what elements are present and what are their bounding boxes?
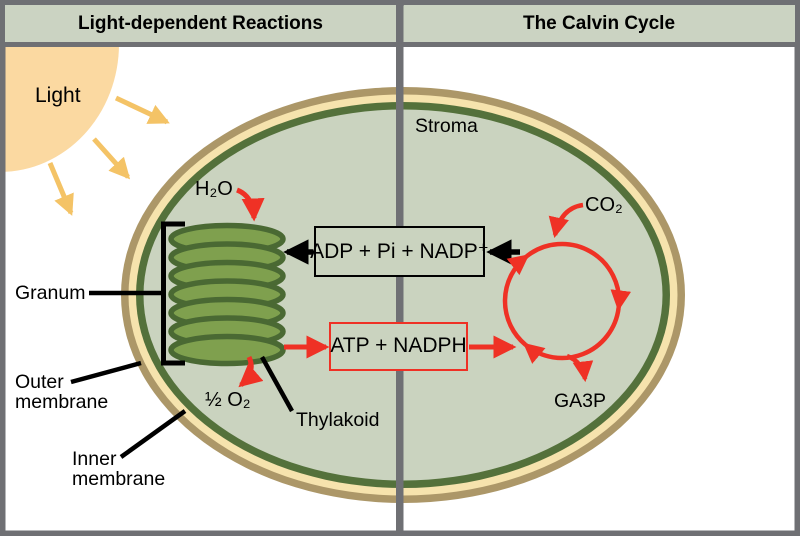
granum-label: Granum: [15, 282, 86, 304]
stroma-label: Stroma: [415, 115, 478, 137]
o2-output-arrow: [238, 355, 264, 388]
light-ray-arrow-1: [114, 95, 170, 125]
inner-membrane-label: Inner membrane: [72, 448, 166, 490]
thylakoid-pointer-line: [260, 355, 294, 413]
h2o-label: H₂O: [195, 178, 233, 200]
outer-membrane-pointer-line: [70, 360, 142, 385]
thylakoid-label: Thylakoid: [296, 409, 380, 431]
calvin-cycle-arc-1: [523, 307, 621, 364]
ga3p-label: GA3P: [554, 390, 607, 412]
thylakoid-ellipse: [168, 333, 286, 367]
atp-nadph-box: ATP + NADPH: [329, 321, 468, 371]
outer-membrane-label: Outer membrane: [15, 371, 109, 413]
h2o-input-arrow: [235, 187, 265, 222]
calvin-cycle-circle: [502, 241, 632, 364]
light-ray-arrow-3: [47, 162, 74, 216]
inner-membrane-pointer-line: [119, 409, 187, 459]
header-left-title: Light-dependent Reactions: [5, 5, 396, 42]
light-ray-arrow-2: [92, 137, 131, 180]
calvin-cycle-arc-3: [525, 241, 632, 312]
ga3p-output-arrow: [566, 353, 594, 383]
header-right-title: The Calvin Cycle: [403, 5, 795, 42]
co2-input-arrow: [548, 202, 584, 239]
co2-label: CO₂: [585, 194, 623, 216]
adp-nadp-box: ADP + Pi + NADP⁺: [310, 225, 489, 277]
light-label: Light: [35, 84, 81, 107]
granum-stack: [168, 222, 286, 367]
half-o2-label: ½ O₂: [205, 389, 251, 411]
granum-bracket: [161, 221, 185, 366]
calvin-cycle-arc-2: [502, 254, 530, 347]
